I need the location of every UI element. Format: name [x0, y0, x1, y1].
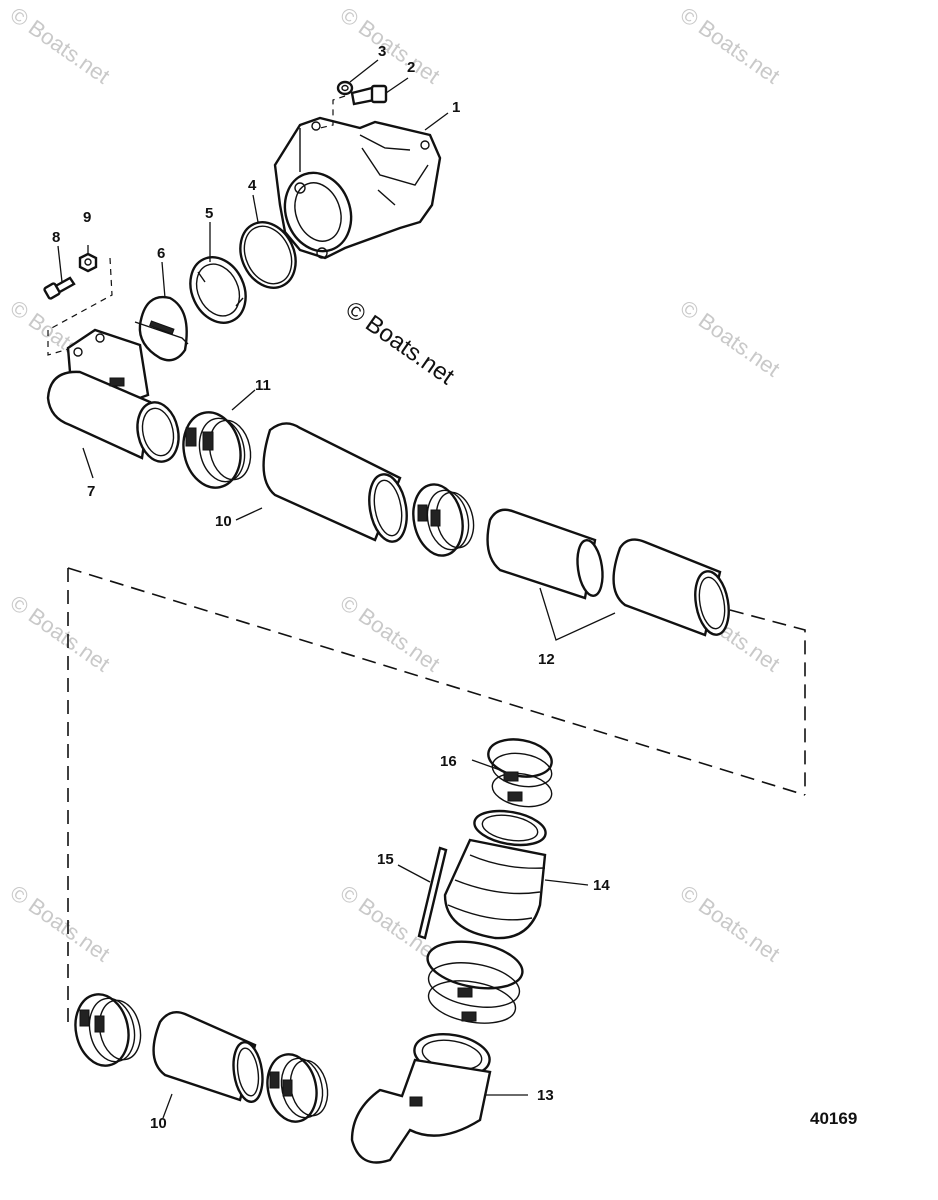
- hose-clamps-middle: [412, 483, 475, 557]
- callout-13: 13: [537, 1087, 554, 1104]
- callout-2: 2: [407, 59, 415, 76]
- part-10-hose-upper: [262, 422, 408, 543]
- part-15-strap: [417, 846, 448, 940]
- part-9-nut: [78, 252, 98, 273]
- assembly-line: [47, 257, 113, 356]
- part-16-hose-clamps: [487, 738, 553, 808]
- hose-clamps-lower-left: [74, 993, 142, 1067]
- callout-4: 4: [248, 177, 257, 194]
- part-13-lower-elbow: [350, 1033, 492, 1164]
- callout-15: 15: [377, 851, 394, 868]
- callout-10: 10: [215, 513, 232, 530]
- callout-10-lower: 10: [150, 1115, 167, 1132]
- callout-9: 9: [83, 209, 91, 226]
- routing-lines: [67, 567, 806, 1025]
- part-2-bolt: [350, 84, 388, 106]
- part-7-exhaust-elbow: [46, 328, 180, 463]
- callout-8: 8: [52, 229, 60, 246]
- part-11-hose-clamps: [182, 411, 252, 489]
- callout-11: 11: [255, 377, 271, 394]
- part-3-washer: [336, 80, 354, 96]
- part-4-o-ring: [239, 221, 297, 289]
- callout-12: 12: [538, 651, 555, 668]
- callout-14: 14: [593, 877, 610, 894]
- callout-5: 5: [205, 205, 213, 222]
- part-1-exhaust-housing: [273, 116, 442, 260]
- part-5-retainer-ring: [189, 256, 247, 324]
- callout-labels: 1 2 3 4 5 6 7 8 9 10 11 12 13 14 15 16 1…: [52, 43, 857, 1132]
- part-14-bellows-hose: [443, 809, 547, 940]
- hose-clamps-lower-right: [426, 940, 524, 1024]
- hose-clamps-lower-middle: [266, 1053, 329, 1123]
- part-10-hose-lower: [152, 1011, 264, 1103]
- part-6-flapper-valve: [134, 295, 189, 362]
- assembly-line: [319, 95, 346, 129]
- callout-1: 1: [452, 99, 460, 116]
- leader-lines: [57, 59, 616, 1119]
- callout-3: 3: [378, 43, 386, 60]
- figure-number: 40169: [810, 1109, 857, 1128]
- part-8-screw: [43, 276, 76, 300]
- callout-16: 16: [440, 753, 457, 770]
- callout-6: 6: [157, 245, 165, 262]
- callout-7: 7: [87, 483, 95, 500]
- part-12-hose-sections: [486, 508, 730, 637]
